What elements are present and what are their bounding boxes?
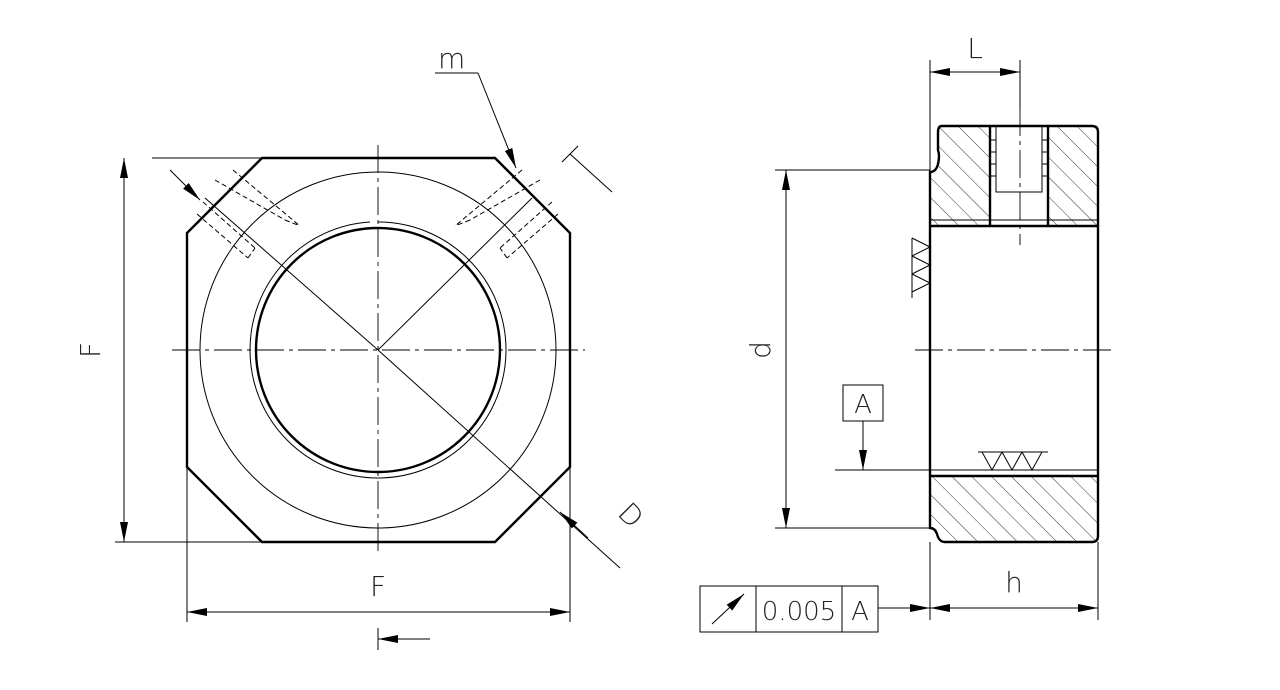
hidden-hole-left — [196, 169, 301, 259]
dimension-D — [559, 511, 589, 539]
h-label: h — [1005, 566, 1023, 599]
front-view: m F F D — [74, 42, 650, 650]
surface-finish-bottom — [978, 451, 1048, 472]
datum-label: A — [854, 390, 872, 420]
hidden-hole-right — [454, 169, 559, 259]
section-view: d L A h 0.005 A — [699, 32, 1115, 633]
diagonal-line-right — [377, 197, 533, 351]
section-outline — [928, 124, 1100, 544]
bottom-section-hatch — [930, 476, 1098, 542]
L-label: L — [967, 32, 983, 65]
F-left-label: F — [74, 342, 107, 358]
nut-outline — [185, 156, 572, 544]
rotation-direction-arrow — [377, 628, 430, 650]
tolerance-datum: A — [851, 597, 869, 627]
datum-A: A — [835, 384, 930, 471]
thickness-mark — [561, 145, 613, 193]
d-label: d — [744, 341, 777, 359]
runout-icon — [711, 593, 745, 625]
tolerance-frame: 0.005 A — [699, 585, 930, 633]
thread-arc — [249, 221, 507, 479]
m-label: m — [438, 42, 465, 75]
surface-finish-left — [911, 237, 932, 298]
F-bottom-label: F — [370, 570, 386, 603]
m-leader: m — [435, 42, 517, 169]
diagonal-line-left — [204, 197, 379, 351]
D-label: D — [611, 496, 650, 535]
tolerance-value: 0.005 — [762, 597, 836, 627]
